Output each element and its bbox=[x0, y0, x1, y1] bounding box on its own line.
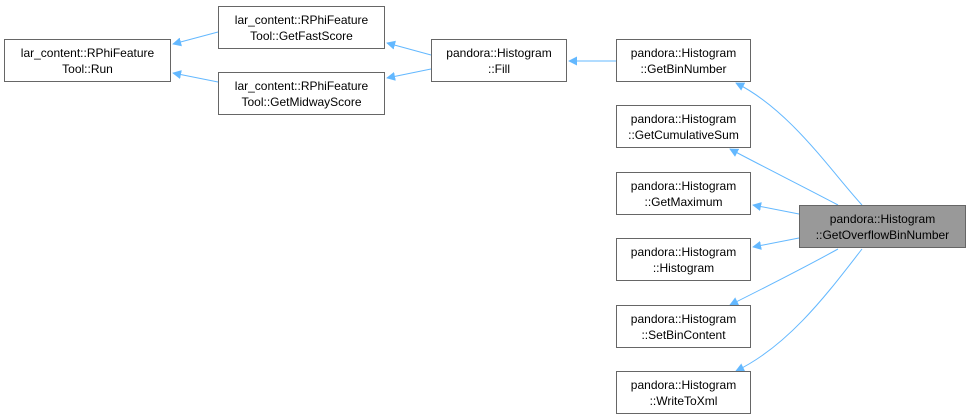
node-label-line1: pandora::Histogram bbox=[630, 178, 737, 193]
edge-ovf-to-bin bbox=[735, 82, 863, 206]
edge-ovf-to-set bbox=[729, 248, 839, 306]
edge-ovf-to-cum bbox=[729, 148, 839, 206]
node-histogram-get-bin-number[interactable]: pandora::Histogram ::GetBinNumber bbox=[616, 39, 751, 82]
node-label-line1: lar_content::RPhiFeature bbox=[234, 78, 369, 93]
node-histogram-write-to-xml[interactable]: pandora::Histogram ::WriteToXml bbox=[616, 371, 751, 414]
node-label-line2: ::Fill bbox=[488, 61, 510, 76]
node-label-line2: ::GetMaximum bbox=[644, 194, 723, 209]
node-label-line2: ::GetBinNumber bbox=[640, 61, 727, 76]
node-rphi-run[interactable]: lar_content::RPhiFeature Tool::Run bbox=[4, 39, 171, 82]
node-histogram-get-maximum[interactable]: pandora::Histogram ::GetMaximum bbox=[616, 172, 751, 215]
node-histogram-get-cumulative-sum[interactable]: pandora::Histogram ::GetCumulativeSum bbox=[616, 105, 751, 148]
node-label-line2: Tool::Run bbox=[62, 61, 113, 76]
edge-mid-to-run bbox=[172, 70, 219, 83]
node-rphi-get-fast-score[interactable]: lar_content::RPhiFeature Tool::GetFastSc… bbox=[218, 6, 385, 49]
node-label-line2: ::GetCumulativeSum bbox=[628, 127, 739, 142]
node-label-line2: Tool::GetMidwayScore bbox=[241, 94, 362, 109]
node-label-line1: pandora::Histogram bbox=[630, 111, 737, 126]
node-label-line1: pandora::Histogram bbox=[630, 45, 737, 60]
edge-ovf-to-xml bbox=[735, 248, 863, 372]
node-label-line1: pandora::Histogram bbox=[630, 244, 737, 259]
node-label-line1: pandora::Histogram bbox=[630, 311, 737, 326]
edge-ovf-to-hist bbox=[752, 237, 800, 250]
node-label-line2: ::GetOverflowBinNumber bbox=[815, 227, 950, 242]
node-histogram-fill[interactable]: pandora::Histogram ::Fill bbox=[431, 39, 567, 82]
node-label-line2: ::Histogram bbox=[652, 260, 715, 275]
node-label-line1: pandora::Histogram bbox=[630, 377, 737, 392]
node-histogram-set-bin-content[interactable]: pandora::Histogram ::SetBinContent bbox=[616, 305, 751, 348]
node-label-line1: lar_content::RPhiFeature bbox=[234, 12, 369, 27]
node-label-line2: Tool::GetFastScore bbox=[250, 28, 353, 43]
node-label-line2: ::SetBinContent bbox=[641, 327, 726, 342]
node-histogram-constructor[interactable]: pandora::Histogram ::Histogram bbox=[616, 238, 751, 281]
edge-fill-to-fast bbox=[386, 40, 432, 56]
node-histogram-get-overflow-bin-number: pandora::Histogram ::GetOverflowBinNumbe… bbox=[799, 205, 966, 248]
node-label-line2: ::WriteToXml bbox=[649, 393, 718, 408]
node-label-line1: pandora::Histogram bbox=[829, 211, 936, 226]
edge-fill-to-mid bbox=[386, 68, 432, 81]
node-label-line1: lar_content::RPhiFeature bbox=[20, 45, 155, 60]
edge-fast-to-run bbox=[172, 31, 219, 47]
node-rphi-get-midway-score[interactable]: lar_content::RPhiFeature Tool::GetMidway… bbox=[218, 72, 385, 115]
edge-ovf-to-max bbox=[752, 202, 800, 215]
node-label-line1: pandora::Histogram bbox=[446, 45, 552, 60]
